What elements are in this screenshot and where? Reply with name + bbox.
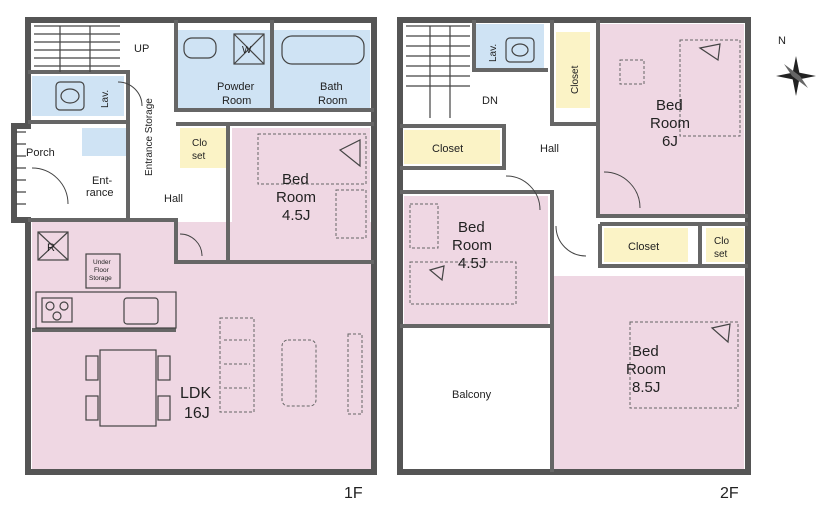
balcony-area xyxy=(404,328,548,470)
closet-small-label-1: Clo xyxy=(714,236,729,247)
closet-small-label-2: set xyxy=(714,249,728,260)
underfloor-label-1: Under xyxy=(93,259,112,266)
compass-rose: N xyxy=(776,35,816,96)
compass-star-icon xyxy=(776,56,816,96)
bed-furniture-45j xyxy=(409,203,517,305)
underfloor-storage-hatch xyxy=(85,253,121,289)
dining-table xyxy=(85,349,171,427)
powder-room-label-1: Powder xyxy=(217,81,255,93)
lavatory-1f-label: Lav. xyxy=(100,90,111,108)
down-label: DN xyxy=(482,95,498,107)
washer-space xyxy=(233,33,265,65)
entrance-label-1: Ent- xyxy=(92,175,113,187)
kitchen-counter xyxy=(35,291,177,329)
bedroom-1f-size: 4.5J xyxy=(282,207,310,224)
toilet-2f xyxy=(505,37,535,63)
bed-furniture-85j xyxy=(629,321,739,409)
closet-vertical-area xyxy=(556,32,590,108)
bedroom-45j-size: 4.5J xyxy=(458,255,486,272)
bedroom-45j-label-2: Room xyxy=(452,237,492,254)
closet-right-area xyxy=(604,228,688,262)
closet-1f-label-1: Clo xyxy=(192,138,207,149)
staircase-1f xyxy=(34,25,120,72)
bedroom-85j-label-2: Room xyxy=(626,361,666,378)
closet-vertical-label: Closet xyxy=(570,65,581,94)
up-label: UP xyxy=(134,43,149,55)
bedroom-6j-label-2: Room xyxy=(650,115,690,132)
entrance-tile xyxy=(82,128,128,156)
balcony-label: Balcony xyxy=(452,389,492,401)
bedroom-1f-label-2: Room xyxy=(276,189,316,206)
bedroom-1f-label-1: Bed xyxy=(282,171,309,188)
exterior-wall-2f xyxy=(397,17,751,475)
entrance-label-2: rance xyxy=(86,187,114,199)
entrance-storage-label: Entrance Storage xyxy=(144,98,155,176)
refrigerator-label: R xyxy=(47,242,55,254)
underfloor-label-2: Floor xyxy=(94,267,110,274)
bedroom-45j-label-1: Bed xyxy=(458,219,485,236)
bedroom-45j-area xyxy=(404,196,548,324)
floor-1-label: 1F xyxy=(344,485,363,502)
bath-room-area xyxy=(274,30,370,108)
lavatory-1f-area xyxy=(32,76,124,116)
lavatory-2f-label: Lav. xyxy=(488,44,499,62)
porch-label: Porch xyxy=(26,147,55,159)
bedroom-85j-size: 8.5J xyxy=(632,379,660,396)
closet-left-area xyxy=(404,130,500,164)
bed-furniture-6j xyxy=(619,39,741,137)
ldk-label: LDK xyxy=(180,385,211,402)
ldk-size: 16J xyxy=(184,405,210,422)
bedroom-1f-area xyxy=(232,128,370,264)
refrigerator xyxy=(37,231,69,261)
underfloor-label-3: Storage xyxy=(89,275,112,282)
north-label: N xyxy=(778,35,786,47)
bed-furniture-1f xyxy=(257,133,367,239)
closet-right-label: Closet xyxy=(628,241,659,253)
tv-board xyxy=(347,333,363,415)
powder-room-label-2: Room xyxy=(222,95,251,107)
hall-1f-label: Hall xyxy=(164,193,183,205)
bedroom-85j-area xyxy=(552,276,744,472)
sofa xyxy=(219,317,255,413)
toilet-1f xyxy=(55,81,85,111)
floor-2-label: 2F xyxy=(720,485,739,502)
washer-label: W xyxy=(242,45,252,56)
floor-2: DN Lav. Closet Bed Room 6J Closet Hall B… xyxy=(397,17,751,502)
washbasin xyxy=(183,37,217,59)
staircase-2f xyxy=(406,25,470,118)
hall-2f-label: Hall xyxy=(540,143,559,155)
bedroom-85j-label-1: Bed xyxy=(632,343,659,360)
bedroom-6j-label-1: Bed xyxy=(656,97,683,114)
closet-1f-label-2: set xyxy=(192,151,206,162)
bathtub xyxy=(281,35,365,65)
porch-steps xyxy=(16,131,26,205)
bedroom-6j-size: 6J xyxy=(662,133,678,150)
bath-room-label-1: Bath xyxy=(320,81,343,93)
coffee-table xyxy=(281,339,317,407)
closet-1f-area xyxy=(180,128,226,168)
floor-1: UP Lav. Powder Room W Bath Room Porch En… xyxy=(11,17,377,502)
closet-small-area xyxy=(706,228,744,262)
closet-left-label: Closet xyxy=(432,143,463,155)
bedroom-6j-area xyxy=(600,24,744,216)
bath-room-label-2: Room xyxy=(318,95,347,107)
